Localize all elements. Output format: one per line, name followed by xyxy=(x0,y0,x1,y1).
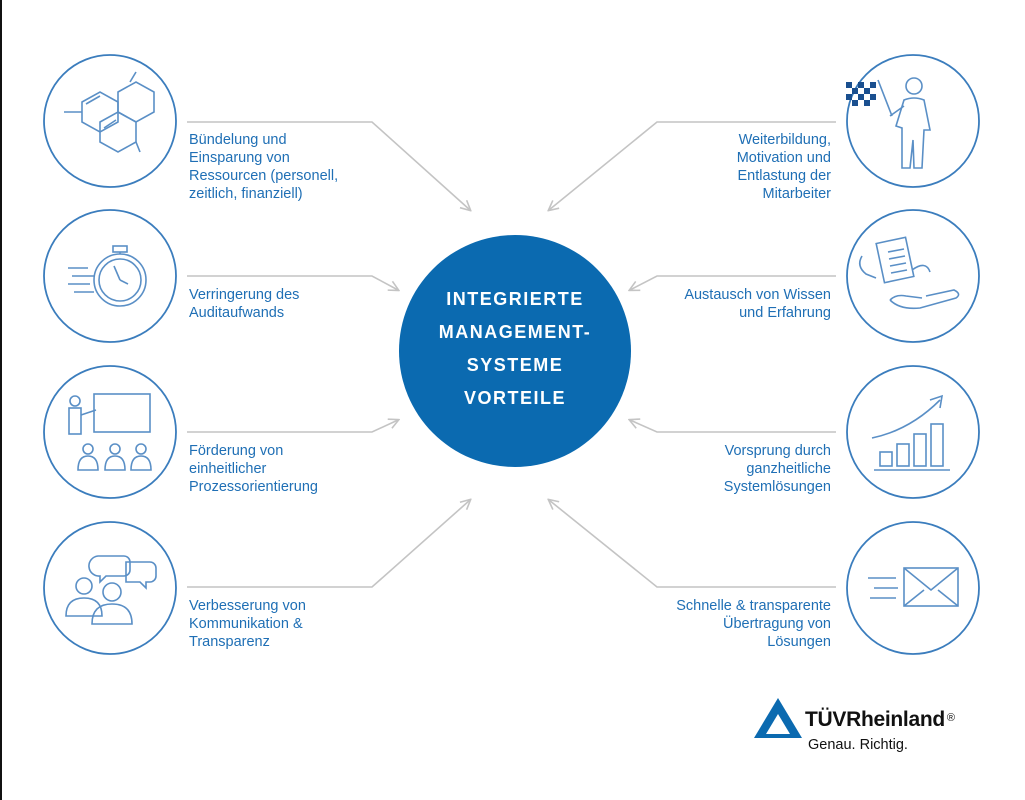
benefit-label-audit-reduction: Verringerung des Auditaufwands xyxy=(189,287,300,321)
arrow-left-2 xyxy=(187,275,398,290)
arrow-right-1 xyxy=(549,121,836,210)
icon-circle-right-4 xyxy=(846,521,980,655)
left-edge-line xyxy=(0,0,2,800)
icon-circle-left-4 xyxy=(43,521,177,655)
center-title-line: MANAGEMENT- xyxy=(438,322,592,342)
center-title-line: INTEGRIERTE xyxy=(446,289,584,309)
icon-circle-left-2 xyxy=(43,209,177,343)
icon-circle-left-1 xyxy=(43,54,177,188)
arrow-left-3 xyxy=(187,420,398,433)
arrow-left-4 xyxy=(187,500,470,588)
flag-person-icon xyxy=(846,77,931,169)
presentation-icon xyxy=(68,393,152,471)
envelope-icon xyxy=(868,567,959,607)
tuv-logo-mark xyxy=(754,698,802,738)
logo-slogan: Genau. Richtig. xyxy=(808,737,908,753)
center-circle xyxy=(399,235,631,467)
icon-circle-right-3 xyxy=(846,365,980,499)
document-exchange-icon xyxy=(858,236,960,310)
growth-chart-icon xyxy=(871,394,950,471)
center-title: INTEGRIERTE MANAGEMENT- SYSTEME VORTEILE xyxy=(399,283,631,415)
communication-icon xyxy=(65,555,157,625)
benefit-label-fast-transfer: Schnelle & transparente Übertragung von … xyxy=(676,598,831,650)
arrow-left-1 xyxy=(187,121,470,210)
center-title-line: VORTEILE xyxy=(463,388,566,408)
icon-circle-right-1 xyxy=(846,54,980,188)
stopwatch-icon xyxy=(68,245,147,307)
molecule-icon xyxy=(64,71,155,153)
benefit-label-holistic-solutions: Vorsprung durch ganzheitliche Systemlösu… xyxy=(723,443,831,495)
benefit-label-knowledge-exchange: Austausch von Wissen und Erfahrung xyxy=(684,287,831,321)
benefit-label-resource-bundling: Bündelung und Einsparung von Ressourcen … xyxy=(189,132,339,202)
logo-brand: TÜVRheinland xyxy=(805,708,945,731)
arrow-right-4 xyxy=(549,500,836,588)
arrow-right-3 xyxy=(630,420,836,433)
benefit-label-communication: Verbesserung von Kommunikation & Transpa… xyxy=(189,598,306,650)
tuv-logo-wordmark: TÜVRheinland® xyxy=(805,708,955,732)
benefit-label-training-motivation: Weiterbildung, Motivation und Entlastung… xyxy=(736,132,831,202)
arrow-right-2 xyxy=(630,275,836,290)
benefit-label-process-orientation: Förderung von einheitlicher Prozessorien… xyxy=(189,443,318,495)
center-title-line: SYSTEME xyxy=(466,355,564,375)
logo-registered-mark: ® xyxy=(946,712,955,724)
